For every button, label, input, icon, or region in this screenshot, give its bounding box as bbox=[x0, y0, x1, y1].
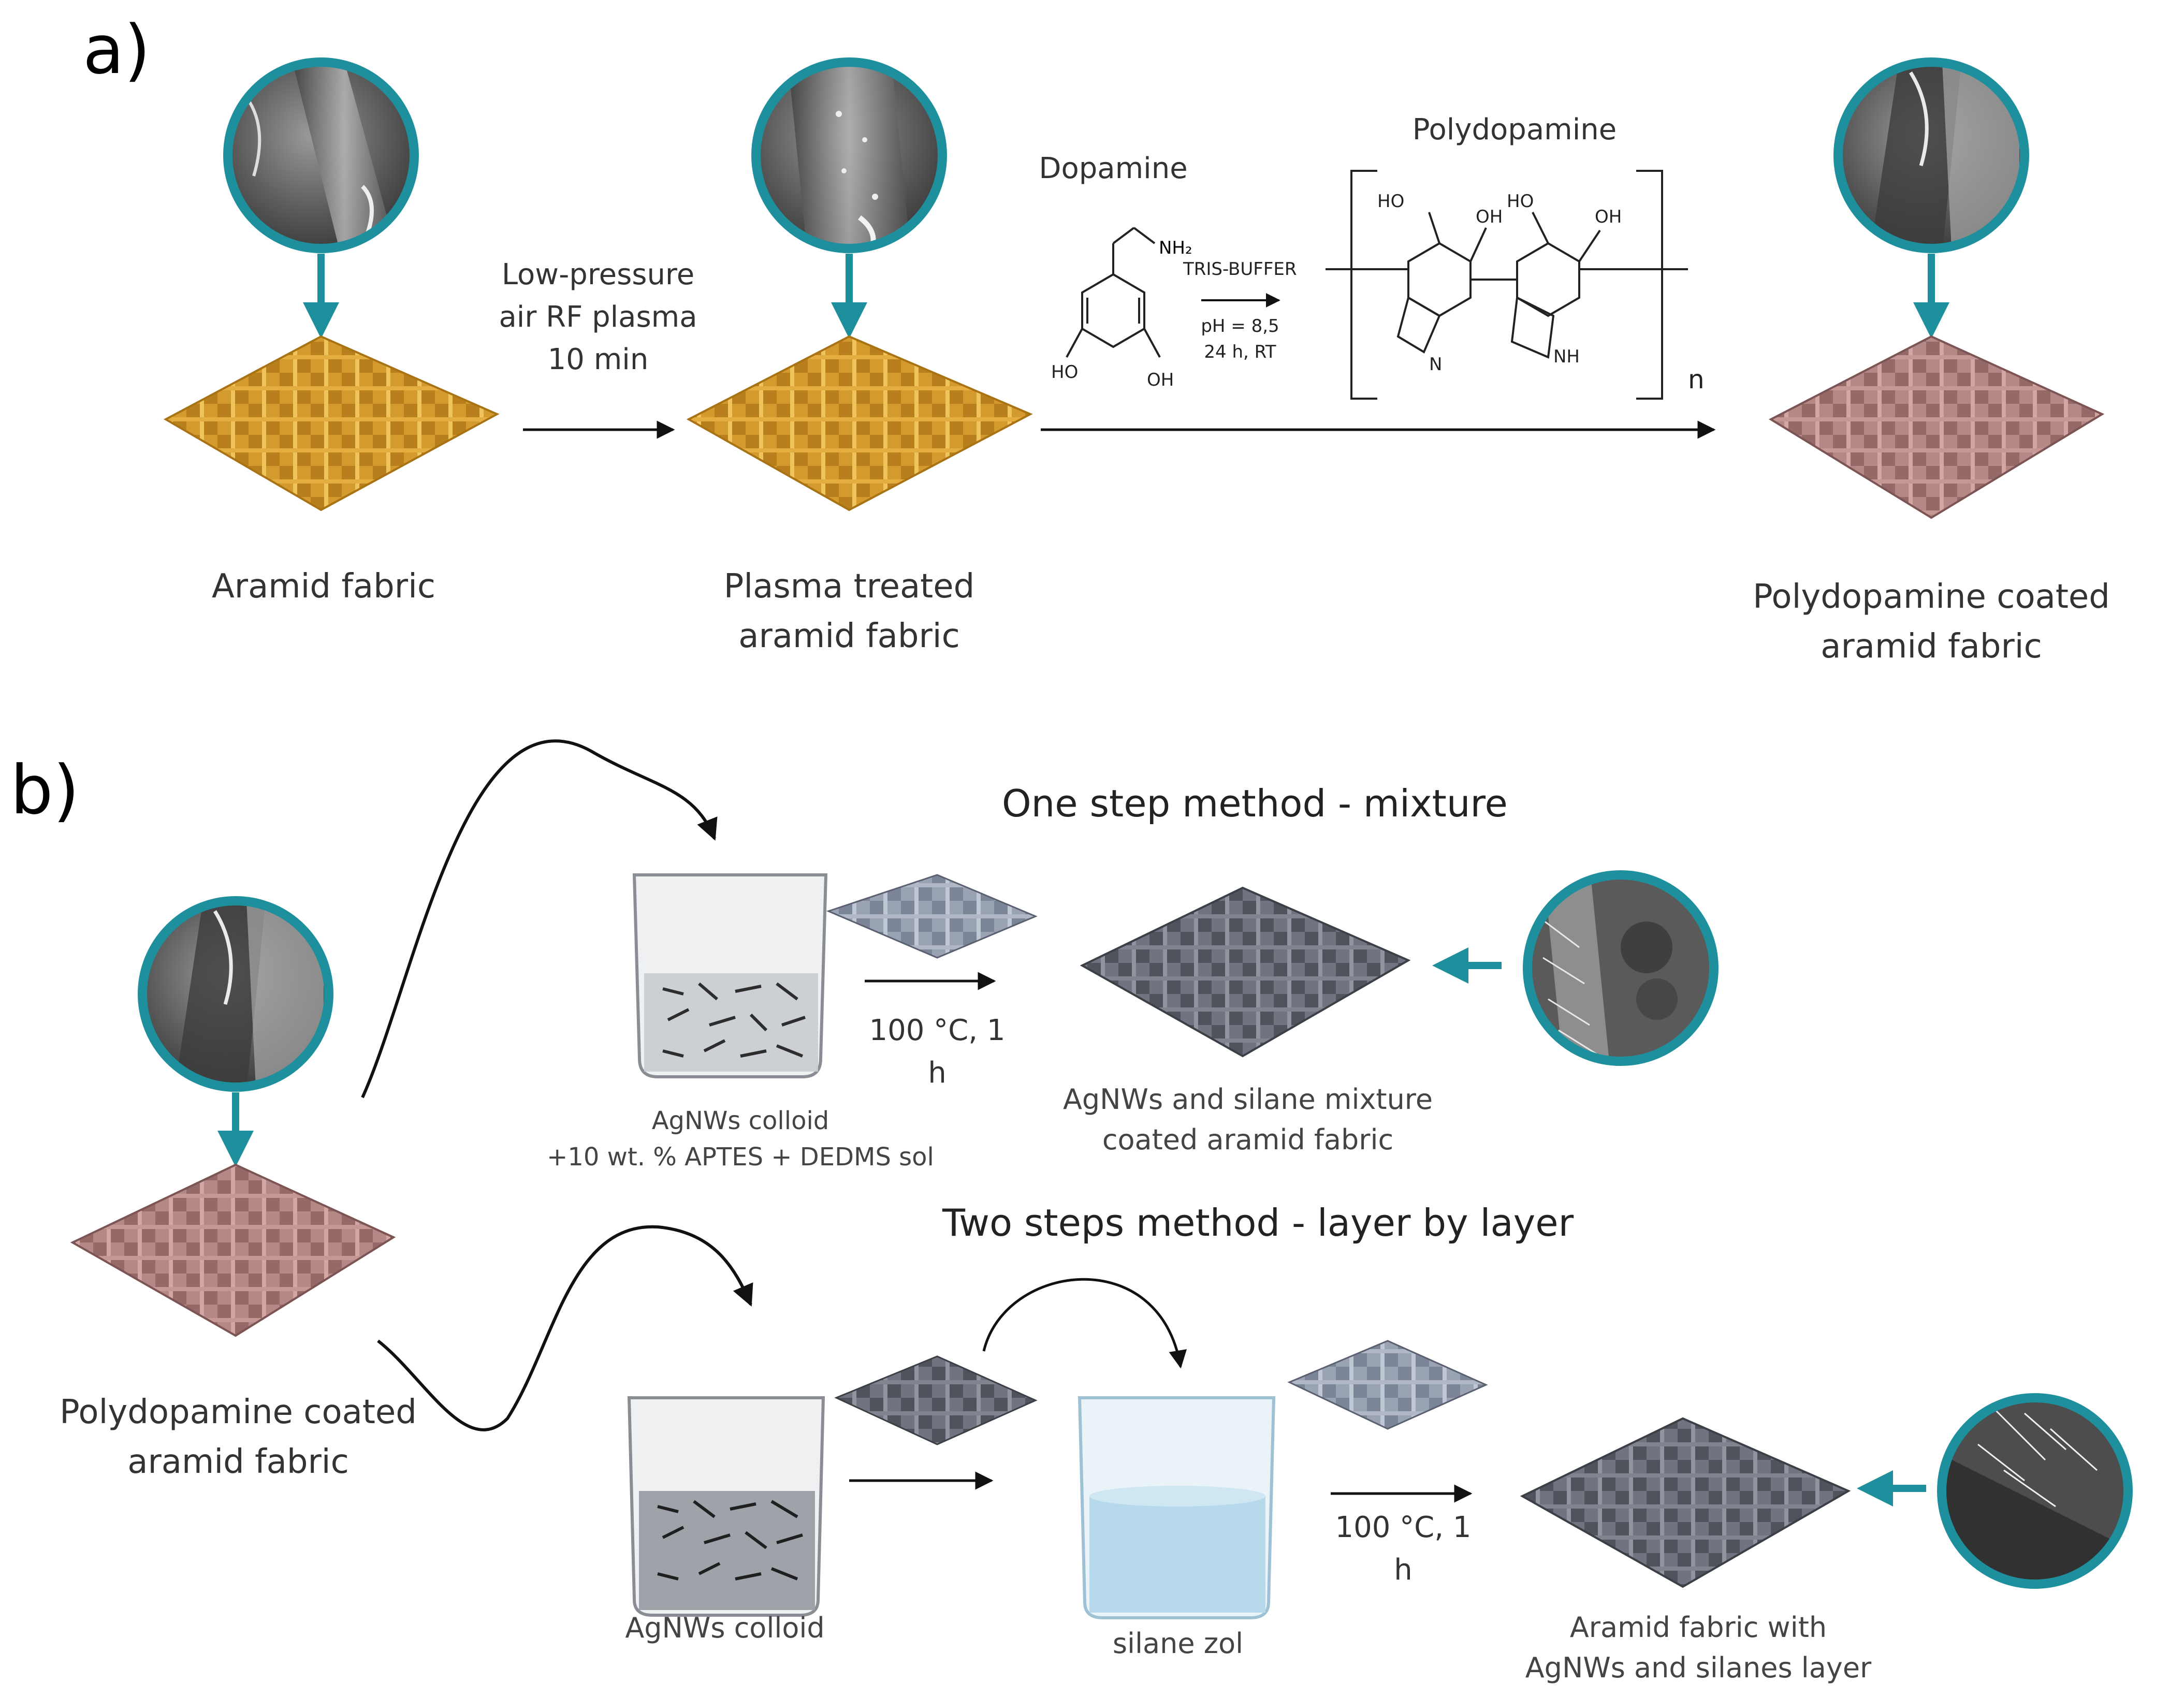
polydopamine-fabric-icon bbox=[1768, 335, 2105, 519]
pda-oh-1: OH bbox=[1476, 207, 1503, 227]
sem-image-aramid bbox=[223, 57, 419, 253]
tris-buffer-label: TRIS-BUFFER bbox=[1183, 259, 1297, 280]
sem-image-mixture bbox=[1523, 870, 1719, 1066]
cure-one-label: 100 °C, 1 h bbox=[869, 1014, 1006, 1090]
curve-arrow-two-step bbox=[377, 1225, 753, 1431]
dopamine-ho: HO bbox=[1051, 362, 1078, 383]
pda-repeat-n: n bbox=[1688, 364, 1705, 394]
panel-a-label: a) bbox=[83, 10, 151, 89]
aramid-fabric-icon bbox=[163, 335, 500, 511]
plasma-fabric-icon bbox=[686, 335, 1033, 511]
pda-nh: NH bbox=[1553, 346, 1580, 367]
curve-arrow-silane bbox=[982, 1278, 1187, 1369]
layer-fabric-icon bbox=[1520, 1417, 1851, 1588]
two-step-title: Two steps method - layer by layer bbox=[942, 1201, 1574, 1245]
plasma-step-label: Low-pressure air RF plasma 10 min bbox=[499, 258, 697, 376]
dopamine-structure bbox=[1066, 227, 1161, 358]
polydopamine-fabric-label: Polydopamine coated aramid fabric bbox=[1753, 578, 2110, 666]
dopamine-nh2: NH₂ bbox=[1159, 238, 1192, 258]
tris-conditions: pH = 8,5 24 h, RT bbox=[1201, 316, 1279, 362]
agnws-colloid-label: AgNWs colloid bbox=[625, 1612, 825, 1644]
pda-ho-2: HO bbox=[1507, 191, 1534, 212]
aramid-fabric-label: Aramid fabric bbox=[211, 567, 436, 606]
plasma-fabric-label: Plasma treated aramid fabric bbox=[723, 567, 975, 655]
silane-zol-label: silane zol bbox=[1112, 1627, 1244, 1660]
pda-n: N bbox=[1429, 354, 1442, 375]
polydopamine-structure bbox=[1326, 170, 1688, 400]
silane-small-fabric-icon bbox=[1287, 1340, 1488, 1430]
two-step-small-fabric-icon bbox=[834, 1355, 1038, 1445]
panel-b-label: b) bbox=[10, 751, 80, 829]
beaker-agnws bbox=[627, 1396, 825, 1617]
beaker-silane bbox=[1078, 1396, 1276, 1619]
layer-fabric-label: Aramid fabric with AgNWs and silanes lay… bbox=[1525, 1611, 1872, 1684]
sem-image-pda-left bbox=[138, 896, 333, 1092]
sem-image-polydopamine bbox=[1833, 57, 2029, 253]
pda-left-label: Polydopamine coated aramid fabric bbox=[60, 1393, 417, 1481]
sem-image-plasma bbox=[751, 57, 947, 253]
dopamine-oh: OH bbox=[1147, 370, 1174, 390]
curve-arrow-one-step bbox=[361, 739, 718, 1099]
mixture-fabric-label: AgNWs and silane mixture coated aramid f… bbox=[1062, 1083, 1433, 1156]
dopamine-title: Dopamine bbox=[1039, 152, 1188, 185]
colloid-mix-label: AgNWs colloid +10 wt. % APTES + DEDMS so… bbox=[547, 1106, 934, 1172]
one-step-title: One step method - mixture bbox=[1002, 782, 1508, 825]
cure-two-label: 100 °C, 1 h bbox=[1335, 1511, 1472, 1587]
pda-left-fabric-icon bbox=[70, 1163, 396, 1337]
polydopamine-title: Polydopamine bbox=[1412, 113, 1617, 147]
pda-ho-1: HO bbox=[1377, 191, 1404, 212]
pda-oh-2: OH bbox=[1595, 207, 1622, 227]
one-step-small-fabric-icon bbox=[826, 874, 1038, 959]
sem-image-layer bbox=[1937, 1393, 2133, 1589]
mixture-fabric-icon bbox=[1080, 886, 1411, 1058]
beaker-one-step bbox=[632, 873, 828, 1078]
